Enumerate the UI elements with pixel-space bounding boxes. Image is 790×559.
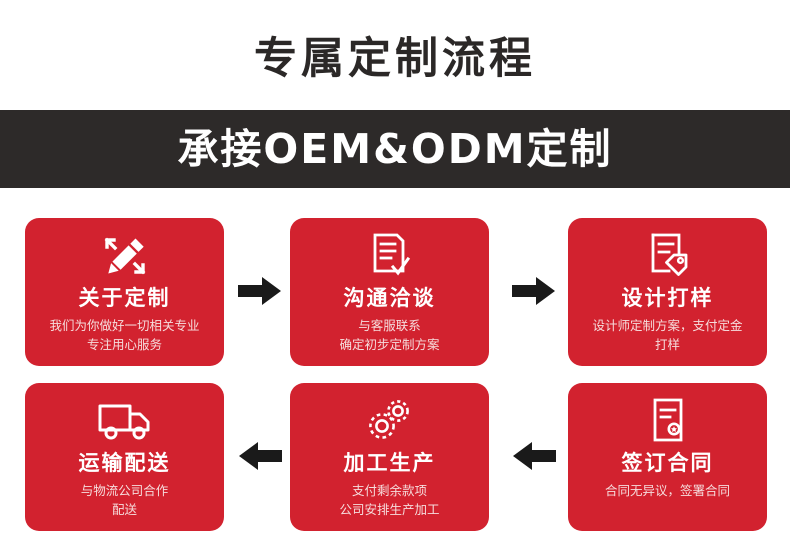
flow-card-subtitle: 与客服联系 确定初步定制方案: [290, 316, 489, 354]
flow-card-subtitle-line: 与客服联系: [358, 318, 421, 333]
flow-card-sign-contract[interactable]: 签订合同 合同无异议，签署合同: [568, 383, 767, 531]
flow-card-subtitle: 我们为你做好一切相关专业 专注用心服务: [25, 316, 224, 354]
flow-card-subtitle-line: 确定初步定制方案: [339, 337, 440, 352]
flow-card-shipping[interactable]: 运输配送 与物流公司合作 配送: [25, 383, 224, 531]
flow-card-subtitle: 支付剩余款项 公司安排生产加工: [290, 481, 489, 519]
flow-row-top: 关于定制 我们为你做好一切相关专业 专注用心服务: [0, 218, 790, 366]
truck-icon: [25, 393, 224, 449]
flow-card-subtitle-line: 设计师定制方案，支付定金: [592, 318, 743, 333]
pencil-brackets-icon: [25, 228, 224, 284]
flow-card-title: 关于定制: [78, 286, 171, 310]
custom-process-flow: 关于定制 我们为你做好一切相关专业 专注用心服务: [0, 218, 790, 548]
flow-card-subtitle-line: 配送: [111, 502, 137, 517]
flow-card-subtitle-line: 我们为你做好一切相关专业: [49, 318, 200, 333]
flow-card-title: 签订合同: [621, 451, 714, 475]
flow-card-title: 运输配送: [78, 451, 171, 475]
flow-card-subtitle-line: 专注用心服务: [86, 337, 162, 352]
arrow-right-icon: [238, 276, 282, 306]
flow-row-bottom: 运输配送 与物流公司合作 配送: [0, 383, 790, 531]
flow-card-subtitle-line: 打样: [654, 337, 680, 352]
flow-card-subtitle-line: 支付剩余款项: [351, 483, 427, 498]
document-check-icon: [290, 228, 489, 284]
flow-card-title: 沟通洽谈: [343, 286, 436, 310]
flow-card-title: 加工生产: [343, 451, 436, 475]
arrow-left-icon: [238, 441, 282, 471]
page-title: 专属定制流程: [254, 34, 536, 84]
flow-card-subtitle: 设计师定制方案，支付定金 打样: [568, 316, 767, 354]
flow-card-design-sample[interactable]: 设计打样 设计师定制方案，支付定金 打样: [568, 218, 767, 366]
flow-card-communication[interactable]: 沟通洽谈 与客服联系 确定初步定制方案: [290, 218, 489, 366]
arrow-right-icon: [512, 276, 556, 306]
arrow-left-icon: [512, 441, 556, 471]
flow-card-production[interactable]: 加工生产 支付剩余款项 公司安排生产加工: [290, 383, 489, 531]
contract-seal-icon: [568, 393, 767, 449]
flow-card-about-customization[interactable]: 关于定制 我们为你做好一切相关专业 专注用心服务: [25, 218, 224, 366]
flow-card-subtitle: 与物流公司合作 配送: [25, 481, 224, 519]
flow-card-subtitle-line: 与物流公司合作: [80, 483, 169, 498]
promo-banner-text: 承接OEM&ODM定制: [177, 125, 613, 173]
gears-icon: [290, 393, 489, 449]
flow-card-subtitle-line: 公司安排生产加工: [339, 502, 440, 517]
document-tag-icon: [568, 228, 767, 284]
flow-card-subtitle: 合同无异议，签署合同: [568, 481, 767, 500]
flow-card-title: 设计打样: [621, 286, 714, 310]
flow-card-subtitle-line: 合同无异议，签署合同: [604, 483, 730, 498]
promo-banner: 承接OEM&ODM定制: [0, 110, 790, 188]
